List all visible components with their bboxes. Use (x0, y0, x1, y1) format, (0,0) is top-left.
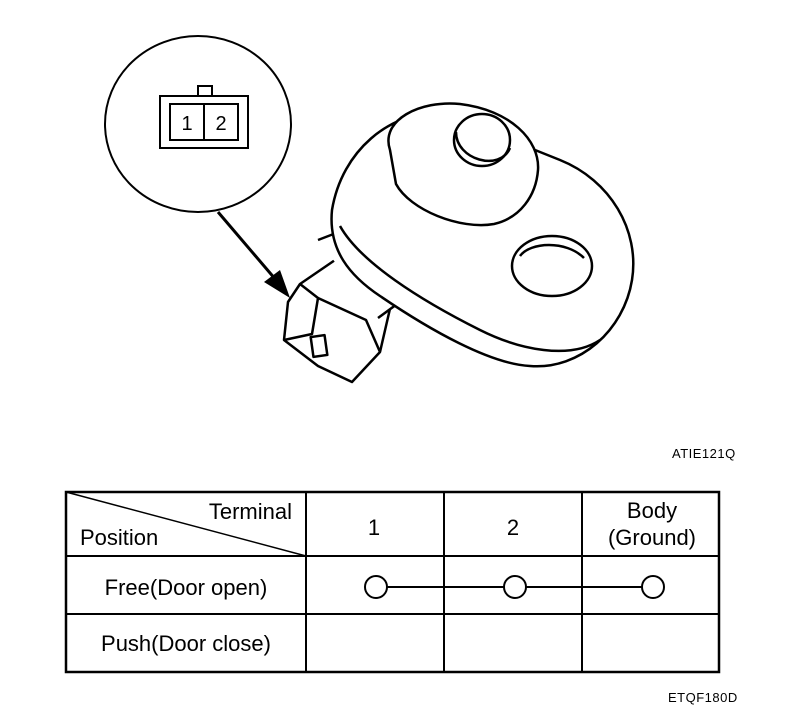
table-grid (64, 490, 721, 674)
row-label-free: Free(Door open) (105, 575, 268, 600)
continuity-free-row (364, 575, 665, 599)
connector-pin-1: 1 (181, 113, 192, 135)
corner-label-terminal: Terminal (209, 499, 292, 524)
continuity-node-terminal-1 (364, 575, 388, 599)
column-header-ground: (Ground) (608, 525, 696, 550)
column-header-2: 2 (507, 515, 519, 540)
magnifier-circle (104, 35, 292, 213)
figure-code-bottom: ETQF180D (668, 690, 738, 705)
column-header-1: 1 (368, 515, 380, 540)
door-switch-body (282, 102, 635, 384)
figure-code-top: ATIE121Q (672, 446, 736, 461)
continuity-node-body (641, 575, 665, 599)
pointer-arrow (216, 211, 290, 298)
connector-pin-2: 2 (215, 113, 226, 135)
corner-label-position: Position (80, 525, 158, 550)
column-header-body: Body (627, 498, 677, 523)
continuity-table: Terminal Position 1 2 Body (Ground) Free… (64, 490, 721, 674)
connector-face: 1 2 (159, 85, 249, 149)
corner-diagonal (65, 491, 307, 557)
row-label-push: Push(Door close) (101, 631, 271, 656)
door-switch-illustration: 1 2 (104, 35, 635, 384)
continuity-node-terminal-2 (503, 575, 527, 599)
